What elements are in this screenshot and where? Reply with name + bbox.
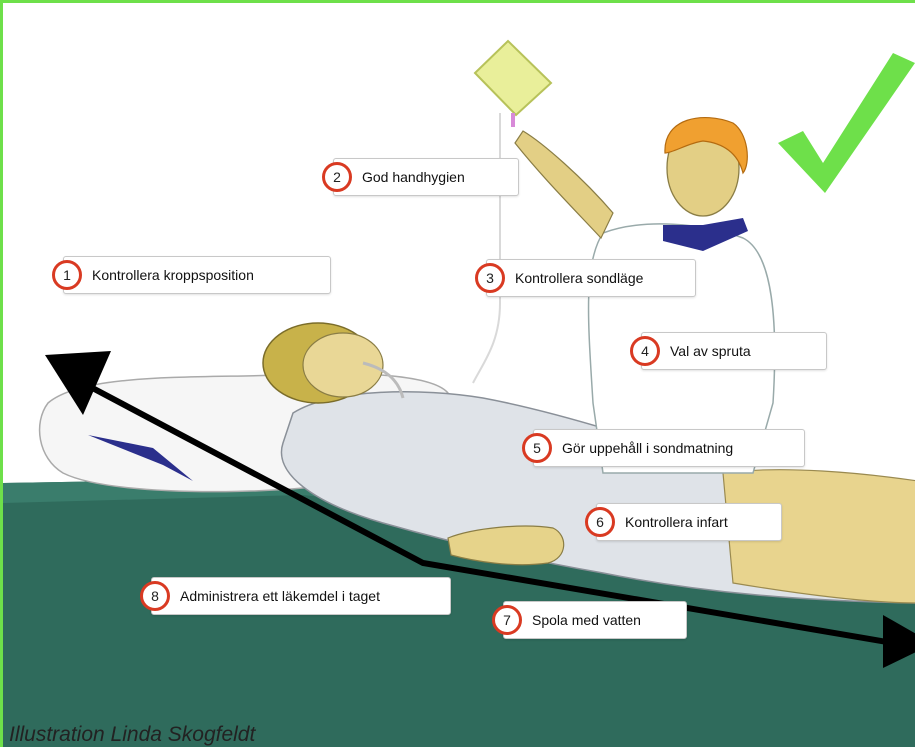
step-5-number: 5 [522, 433, 552, 463]
step-8-number: 8 [140, 581, 170, 611]
step-3: 3 Kontrollera sondläge [486, 259, 696, 297]
step-2-number: 2 [322, 162, 352, 192]
step-7-label: Spola med vatten [532, 612, 641, 628]
step-5: 5 Gör uppehåll i sondmatning [533, 429, 805, 467]
step-1: 1 Kontrollera kroppsposition [63, 256, 331, 294]
step-5-label: Gör uppehåll i sondmatning [562, 440, 733, 456]
step-6-number: 6 [585, 507, 615, 537]
step-6: 6 Kontrollera infart [596, 503, 782, 541]
step-8-label: Administrera ett läkemdel i taget [180, 588, 380, 604]
step-8: 8 Administrera ett läkemdel i taget [151, 577, 451, 615]
step-6-label: Kontrollera infart [625, 514, 728, 530]
step-3-number: 3 [475, 263, 505, 293]
step-1-number: 1 [52, 260, 82, 290]
step-7-number: 7 [492, 605, 522, 635]
step-3-label: Kontrollera sondläge [515, 270, 643, 286]
step-4-number: 4 [630, 336, 660, 366]
feeding-bag [475, 41, 551, 127]
step-2: 2 God handhygien [333, 158, 519, 196]
illustration-credit: Illustration Linda Skogfeldt [9, 723, 255, 747]
step-1-label: Kontrollera kroppsposition [92, 267, 254, 283]
checkmark-icon [778, 53, 915, 193]
step-4-label: Val av spruta [670, 343, 751, 359]
step-7: 7 Spola med vatten [503, 601, 687, 639]
patient-illustration [3, 3, 915, 747]
step-4: 4 Val av spruta [641, 332, 827, 370]
step-2-label: God handhygien [362, 169, 465, 185]
